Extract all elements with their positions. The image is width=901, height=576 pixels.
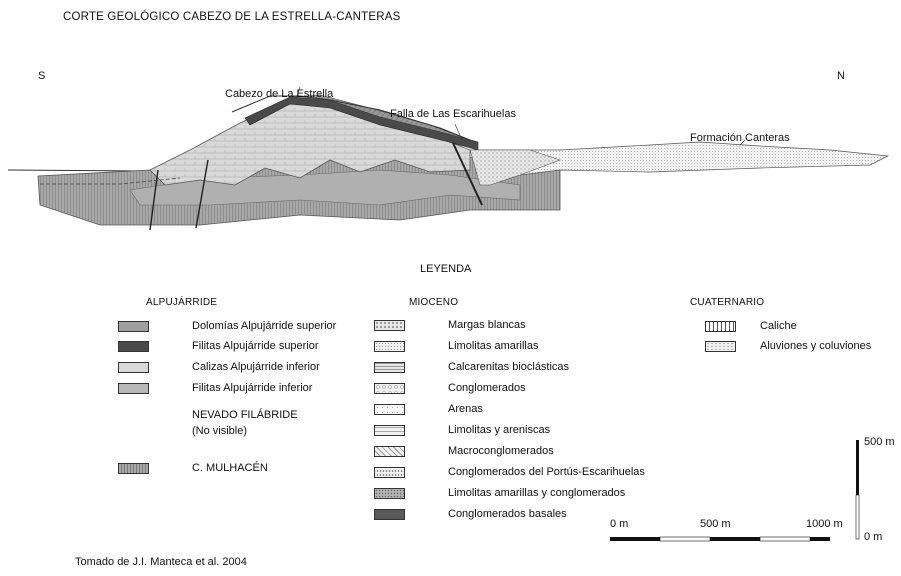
swatch-conglomerados-basales [374, 509, 405, 520]
legend-label: C. MULHACÉN [192, 462, 268, 474]
source-credit: Tomado de J.I. Manteca et al. 2004 [75, 556, 247, 568]
legend-label: Conglomerados del Portús-Escarihuelas [448, 466, 645, 478]
legend-label: Margas blancas [448, 319, 526, 331]
legend-label: Filitas Alpujárride inferior [192, 382, 313, 394]
swatch-macroconglomerados [374, 446, 405, 457]
legend-title: LEYENDA [420, 263, 472, 275]
swatch-dolomias [118, 321, 149, 332]
swatch-portus [374, 467, 405, 478]
legend-label: Conglomerados [448, 382, 526, 394]
legend-label: Calizas Alpujárride inferior [192, 361, 320, 373]
swatch-filitas-inf [118, 383, 149, 394]
swatch-conglomerados [374, 383, 405, 394]
legend-label: Calcarenitas bioclásticas [448, 361, 570, 373]
legend-label: Conglomerados basales [448, 508, 567, 520]
swatch-calizas [118, 362, 149, 373]
legend-label: Limolitas y areniscas [448, 424, 551, 436]
geologic-cross-section [7, 86, 890, 231]
legend-label: Dolomías Alpujárride superior [192, 320, 337, 332]
nevado-label: NEVADO FILÁBRIDE [192, 409, 298, 421]
legend-label: Filitas Alpujárride superior [192, 340, 319, 352]
legend-label: Limolitas amarillas y conglomerados [448, 487, 626, 499]
swatch-calcarenitas [374, 362, 405, 373]
swatch-caliche [705, 321, 736, 332]
scale-bars [610, 440, 860, 542]
scale-v-top: 500 m [864, 436, 895, 448]
nevado-note: (No visible) [192, 425, 248, 437]
scale-v-bottom: 0 m [864, 531, 883, 543]
mioceno-heading: MIOCENO [409, 297, 459, 308]
cuaternario-heading: CUATERNARIO [690, 297, 765, 308]
swatch-limolitas-areniscas [374, 425, 405, 436]
legend-label: Limolitas amarillas [448, 340, 539, 352]
legend-label: Caliche [760, 320, 797, 332]
cabezo-label: Cabezo de La Estrella [225, 88, 334, 100]
legend-label: Arenas [448, 403, 483, 415]
swatch-limolitas-amarillas [374, 341, 405, 352]
alpujarride-heading: ALPUJÁRRIDE [146, 297, 218, 308]
swatch-limolitas-conglomerados [374, 488, 405, 499]
legend-label: Aluviones y coluviones [760, 340, 872, 352]
swatch-mulhacen [118, 463, 149, 474]
swatch-arenas [374, 404, 405, 415]
formacion-label: Formación Canteras [690, 132, 790, 144]
scale-0m: 0 m [610, 518, 629, 530]
legend-label: Macroconglomerados [448, 445, 554, 457]
swatch-filitas-sup [118, 341, 149, 352]
scale-1000m: 1000 m [806, 518, 843, 530]
swatch-margas [374, 320, 405, 331]
south-label: S [38, 70, 46, 82]
north-label: N [837, 70, 845, 82]
falla-label: Falla de Las Escarihuelas [390, 108, 516, 120]
diagram-title: CORTE GEOLÓGICO CABEZO DE LA ESTRELLA-CA… [63, 11, 401, 23]
scale-500m: 500 m [700, 518, 731, 530]
swatch-aluviones [705, 341, 736, 352]
